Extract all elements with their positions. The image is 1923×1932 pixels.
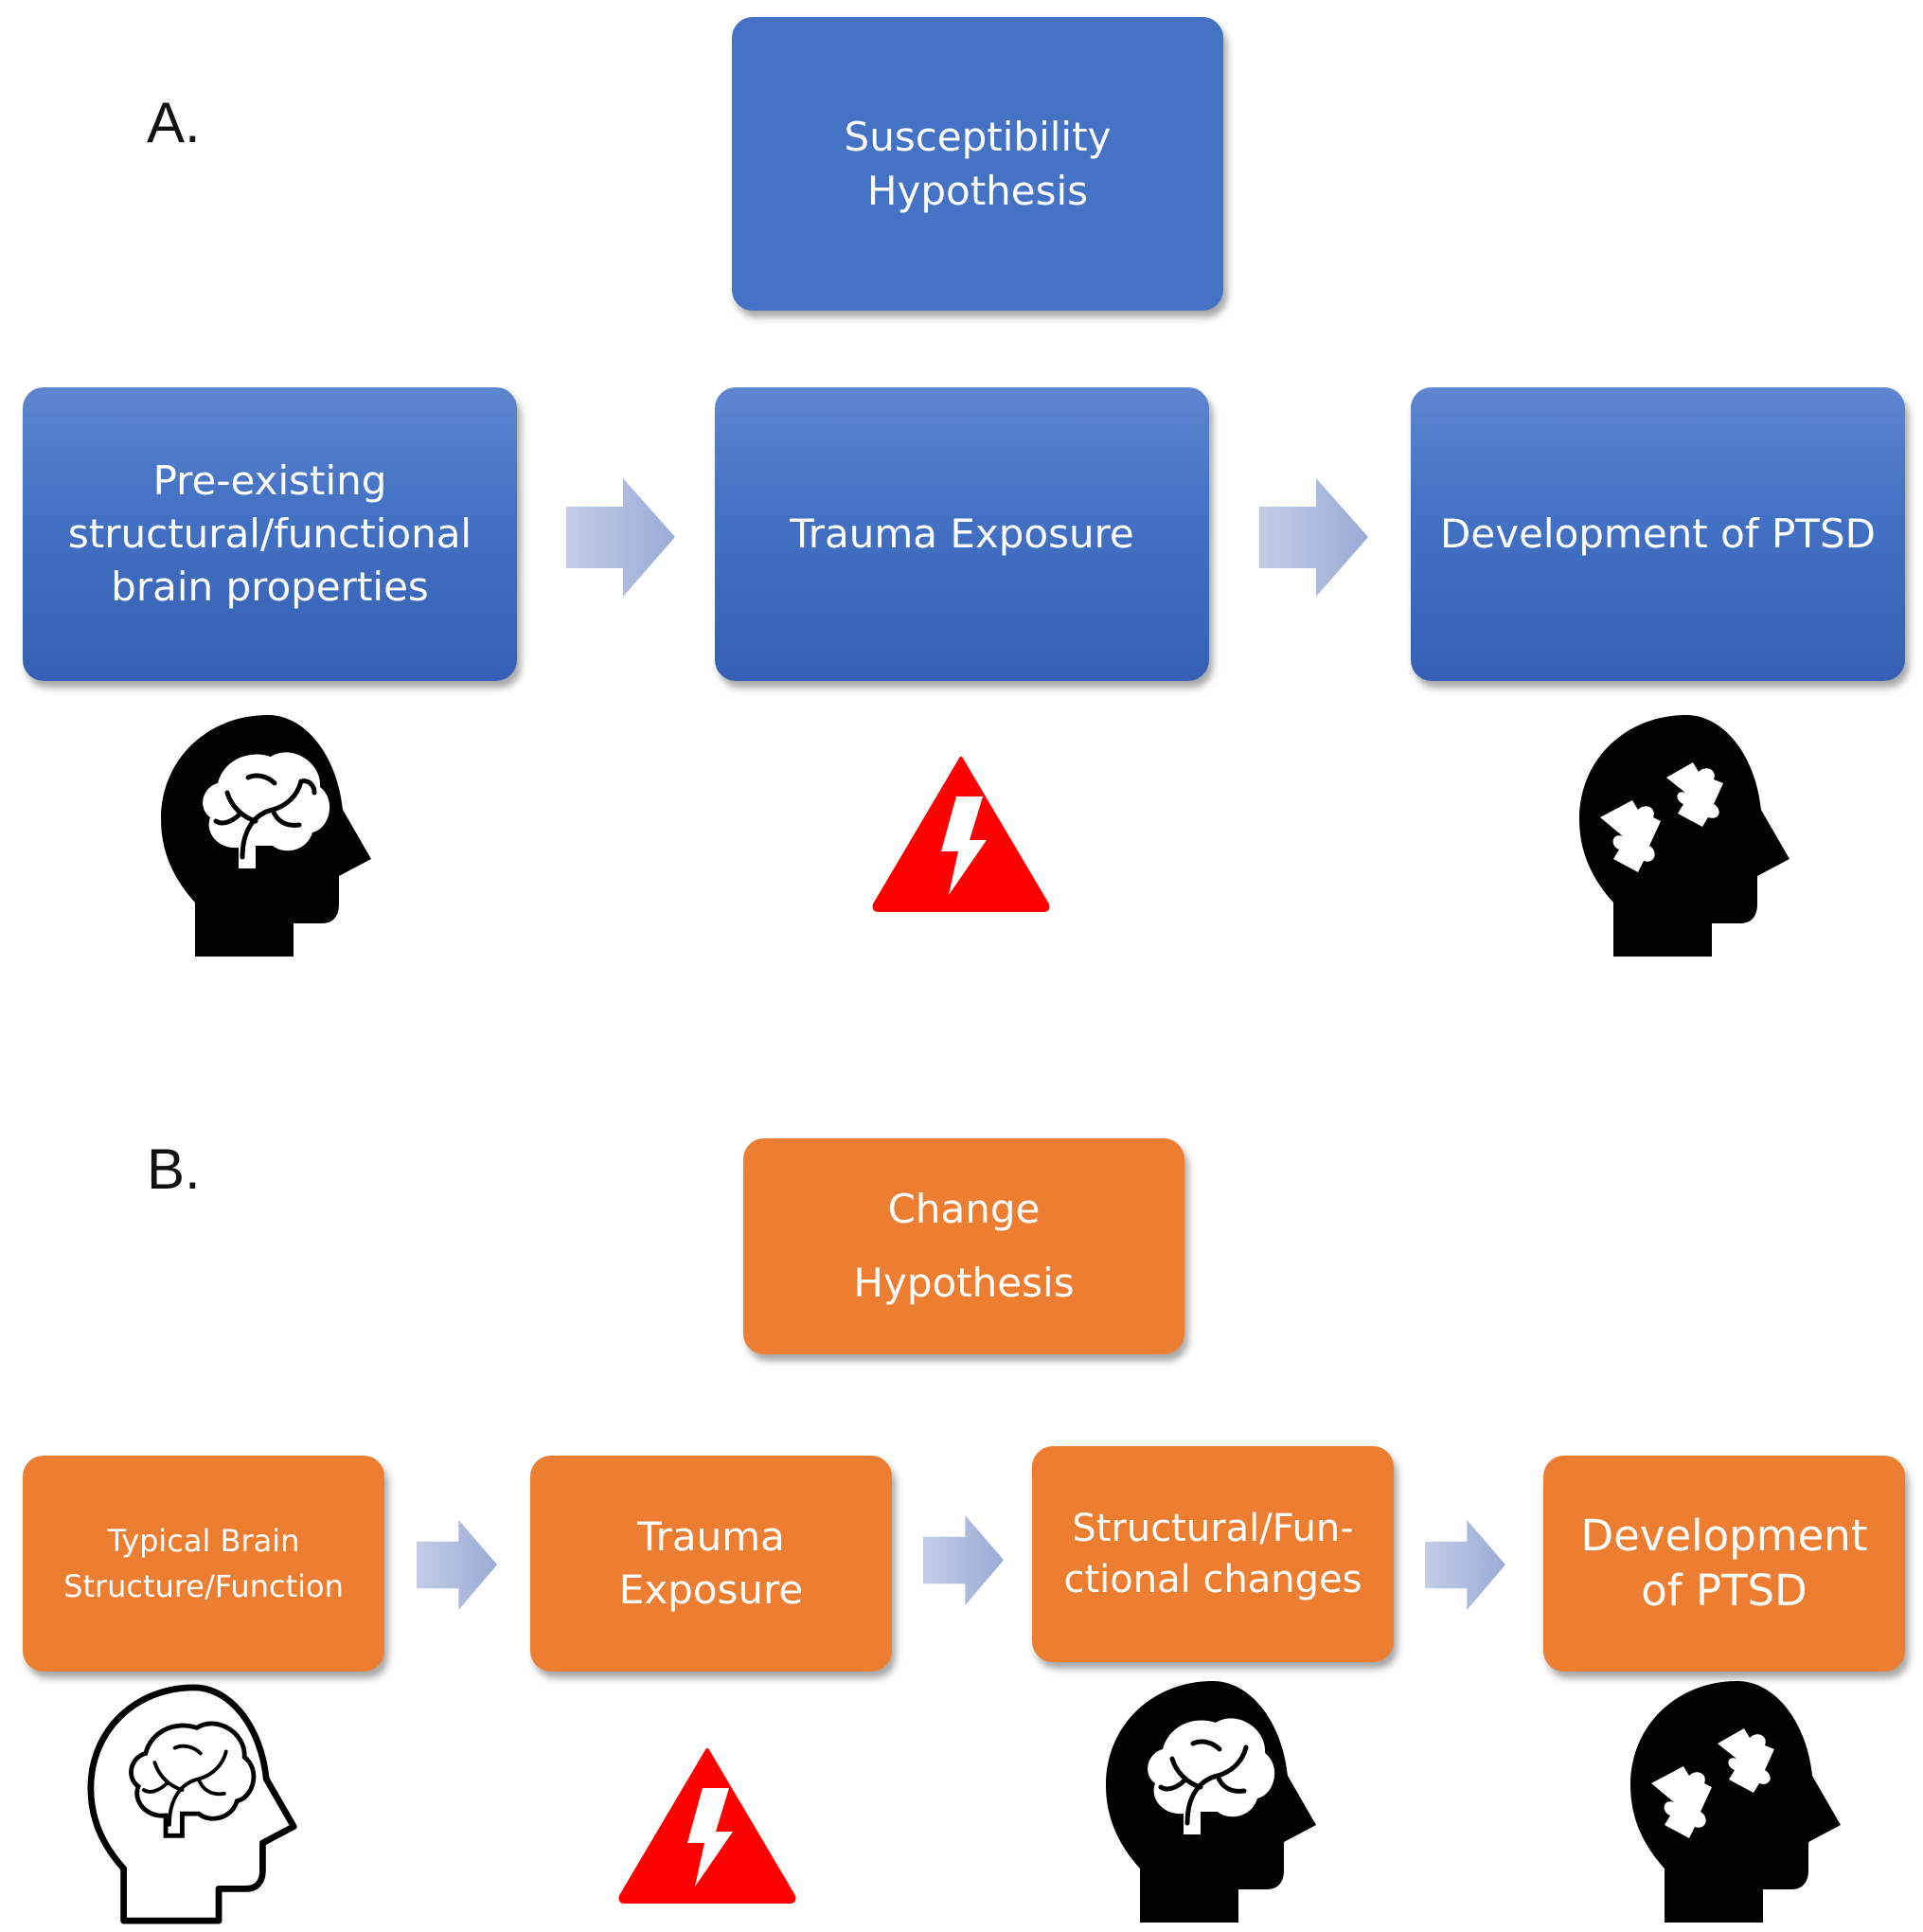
flow-arrow-b2 (923, 1515, 1004, 1605)
step-trauma-exposure: Trauma Exposure (715, 387, 1209, 681)
panel-a-label: A. (147, 91, 201, 154)
susceptibility-hypothesis-title: Susceptibility Hypothesis (732, 17, 1223, 311)
flow-arrow-a2 (1259, 478, 1368, 597)
step-development-of-ptsd: Development of PTSD (1411, 387, 1905, 681)
brain-head-icon (161, 715, 371, 957)
step-pre-existing-brain-properties: Pre-existing structural/functional brain… (23, 387, 517, 681)
brain-head-icon-b (1106, 1681, 1316, 1923)
puzzle-head-icon-b (1630, 1681, 1841, 1923)
step-typical-brain-structure-function: Typical Brain Structure/Function (23, 1456, 384, 1672)
flow-arrow-b1 (417, 1520, 497, 1610)
puzzle-head-icon (1579, 715, 1789, 957)
step-structural-functional-changes: Structural/Fun- ctional changes (1032, 1446, 1394, 1662)
panel-b-label: B. (147, 1137, 201, 1201)
warning-lightning-icon-b (618, 1748, 796, 1904)
step-trauma-exposure-b: Trauma Exposure (530, 1456, 892, 1672)
brain-head-outline-icon (87, 1684, 297, 1924)
flow-arrow-a1 (566, 478, 675, 597)
warning-lightning-icon (872, 757, 1050, 912)
step-development-of-ptsd-b: Development of PTSD (1543, 1456, 1905, 1672)
flow-arrow-b3 (1425, 1520, 1505, 1610)
change-hypothesis-title: Change Hypothesis (743, 1138, 1184, 1354)
